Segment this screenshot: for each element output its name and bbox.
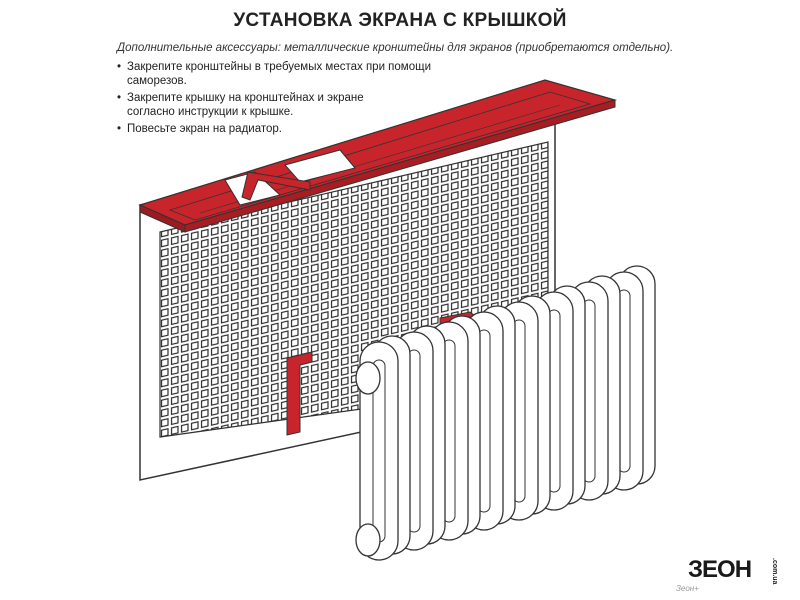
logo-domain: .com.ua <box>771 558 778 585</box>
logo-text: ЗЕОН <box>688 556 752 583</box>
instruction-text: Повесьте экран на радиатор. <box>127 123 282 135</box>
instruction-list: • Закрепите кронштейны в требуемых местах… <box>117 60 431 139</box>
instruction-text-cont: согласно инструкции к крышке. <box>127 106 294 118</box>
instruction-text-cont: саморезов. <box>127 75 187 87</box>
screen-lid <box>138 79 618 233</box>
instruction-item: • Повесьте экран на радиатор. <box>117 122 431 136</box>
instruction-text: Закрепите крышку на кронштейнах и экране <box>127 92 364 104</box>
bullet-icon: • <box>117 123 122 135</box>
top-bracket <box>241 171 311 201</box>
watermark: Зеон+ <box>676 584 699 593</box>
radiator <box>355 265 656 561</box>
radiator-cap <box>355 523 381 557</box>
bullet-icon: • <box>117 92 122 104</box>
bullet-icon: • <box>117 61 122 73</box>
radiator-cap <box>355 361 381 395</box>
side-bracket <box>286 351 313 436</box>
brand-logo: ЗЕОН .com.ua <box>688 556 778 584</box>
instruction-item: • Закрепите кронштейны в требуемых местах… <box>117 60 431 88</box>
radiator-section <box>359 335 411 561</box>
page-title: УСТАНОВКА ЭКРАНА С КРЫШКОЙ <box>233 10 567 31</box>
instruction-item: • Закрепите крышку на кронштейнах и экран… <box>117 91 431 119</box>
instruction-text: Закрепите кронштейны в требуемых местах … <box>127 61 431 73</box>
subtitle: Дополнительные аксессуары: металлические… <box>117 42 674 54</box>
